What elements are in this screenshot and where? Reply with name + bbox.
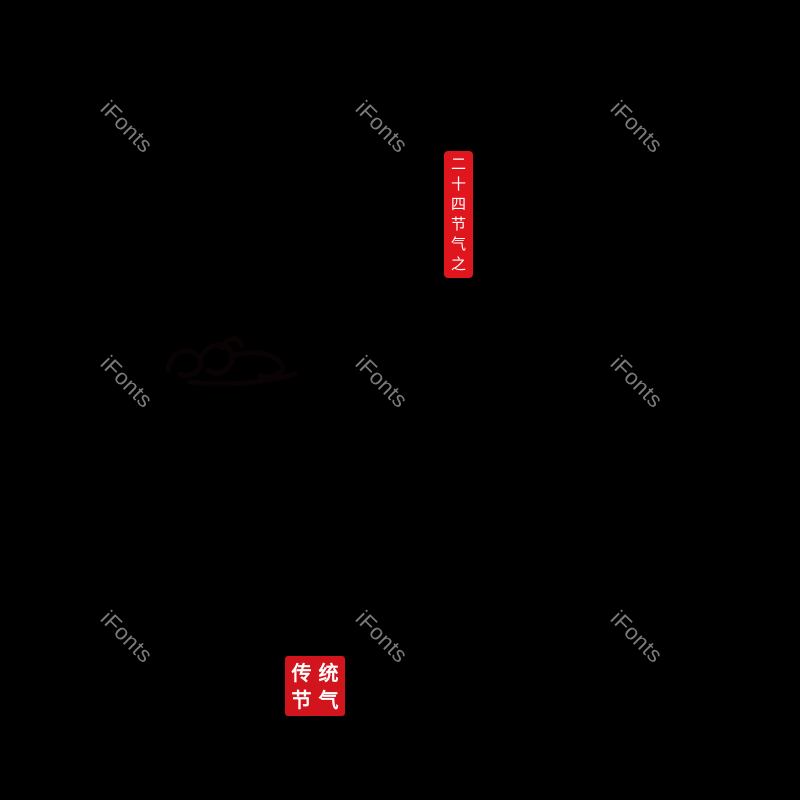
watermark: iFonts xyxy=(350,95,413,158)
seal-char: 之 xyxy=(450,254,466,273)
watermark: iFonts xyxy=(350,350,413,413)
seal-char: 统 xyxy=(318,660,339,685)
seal-vertical: 二 十 四 节 气 之 xyxy=(444,151,473,278)
seal-char: 十 xyxy=(450,175,466,194)
watermark: iFonts xyxy=(95,605,158,668)
seal-char: 气 xyxy=(450,234,466,253)
seal-char: 二 xyxy=(450,155,466,174)
watermark: iFonts xyxy=(95,350,158,413)
watermark: iFonts xyxy=(605,350,668,413)
watermark: iFonts xyxy=(605,605,668,668)
seal-char: 传 xyxy=(291,660,312,685)
watermark: iFonts xyxy=(95,95,158,158)
seal-char: 节 xyxy=(291,687,312,712)
seal-char: 气 xyxy=(318,687,339,712)
watermark: iFonts xyxy=(350,605,413,668)
seal-square: 传 统 节 气 xyxy=(285,656,345,716)
seal-char: 四 xyxy=(450,195,466,214)
watermark: iFonts xyxy=(605,95,668,158)
auspicious-cloud-icon xyxy=(160,330,310,395)
seal-char: 节 xyxy=(450,214,466,233)
